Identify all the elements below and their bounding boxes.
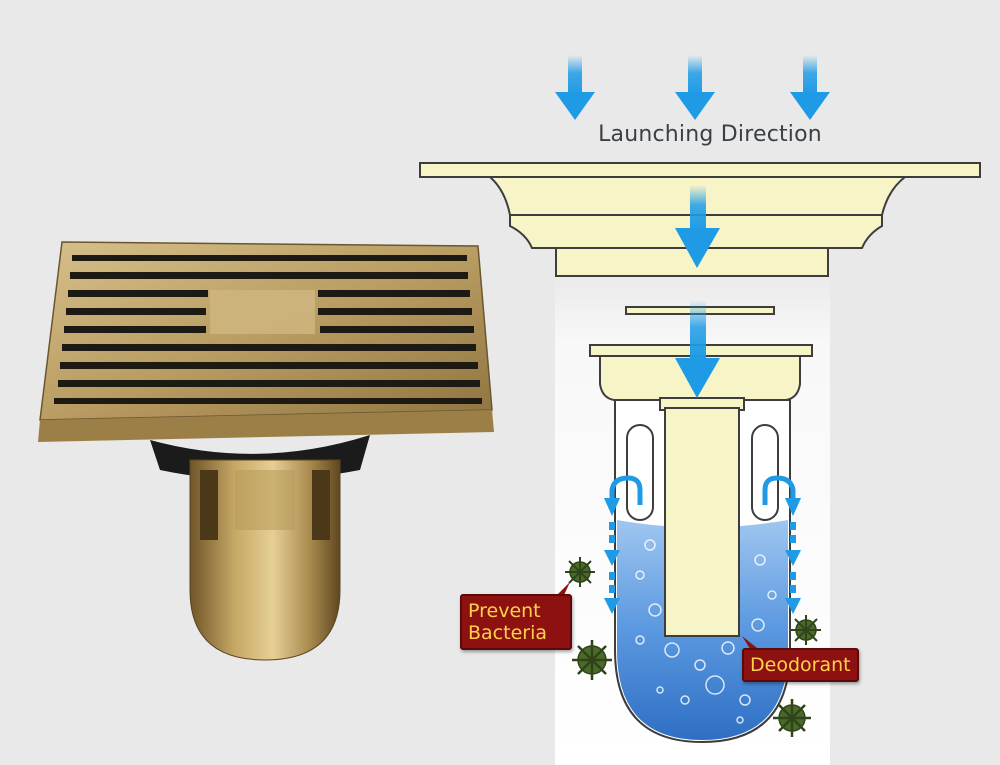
bacteria-icon	[572, 640, 612, 680]
prevent-bacteria-line2: Bacteria	[468, 622, 547, 644]
bacteria-icon	[773, 699, 811, 737]
deodorant-tag: Deodorant	[742, 648, 859, 682]
u-turn-arrow-icon	[762, 475, 796, 505]
brass-floor-drain-product	[38, 241, 494, 661]
launching-direction-label: Launching Direction	[598, 122, 822, 147]
launching-direction-arrows	[555, 55, 830, 120]
drip-arrows	[604, 498, 801, 614]
down-arrow-icon	[675, 55, 715, 120]
bacteria-icon	[791, 615, 821, 645]
bacteria-icon	[565, 557, 595, 587]
center-flow-arrows	[675, 185, 720, 398]
side-flow-arrows	[609, 475, 796, 505]
down-arrow-icon	[675, 185, 720, 268]
trap-body	[614, 397, 791, 744]
down-arrow-icon	[675, 300, 720, 398]
down-arrow-icon	[790, 55, 830, 120]
u-turn-arrow-icon	[609, 475, 643, 505]
water-bubbles	[635, 539, 777, 724]
prevent-bacteria-line1: Prevent	[468, 600, 541, 622]
down-arrow-icon	[555, 55, 595, 120]
bacteria-group	[565, 557, 821, 737]
prevent-bacteria-tag: Prevent Bacteria	[460, 594, 572, 650]
